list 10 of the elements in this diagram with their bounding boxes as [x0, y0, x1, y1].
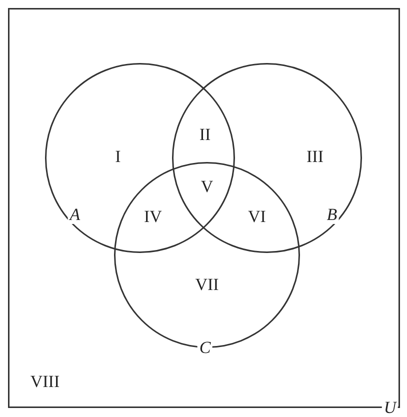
- region-label: V: [200, 178, 214, 196]
- set-label: B: [324, 206, 340, 224]
- region-label: IV: [144, 208, 162, 226]
- region-label: VI: [248, 208, 266, 226]
- region-label: II: [199, 126, 211, 144]
- region-label: VIII: [30, 373, 60, 391]
- region-label: VII: [195, 276, 219, 294]
- region-label: III: [306, 148, 324, 166]
- set-label: A: [68, 206, 82, 224]
- region-label: I: [115, 148, 121, 166]
